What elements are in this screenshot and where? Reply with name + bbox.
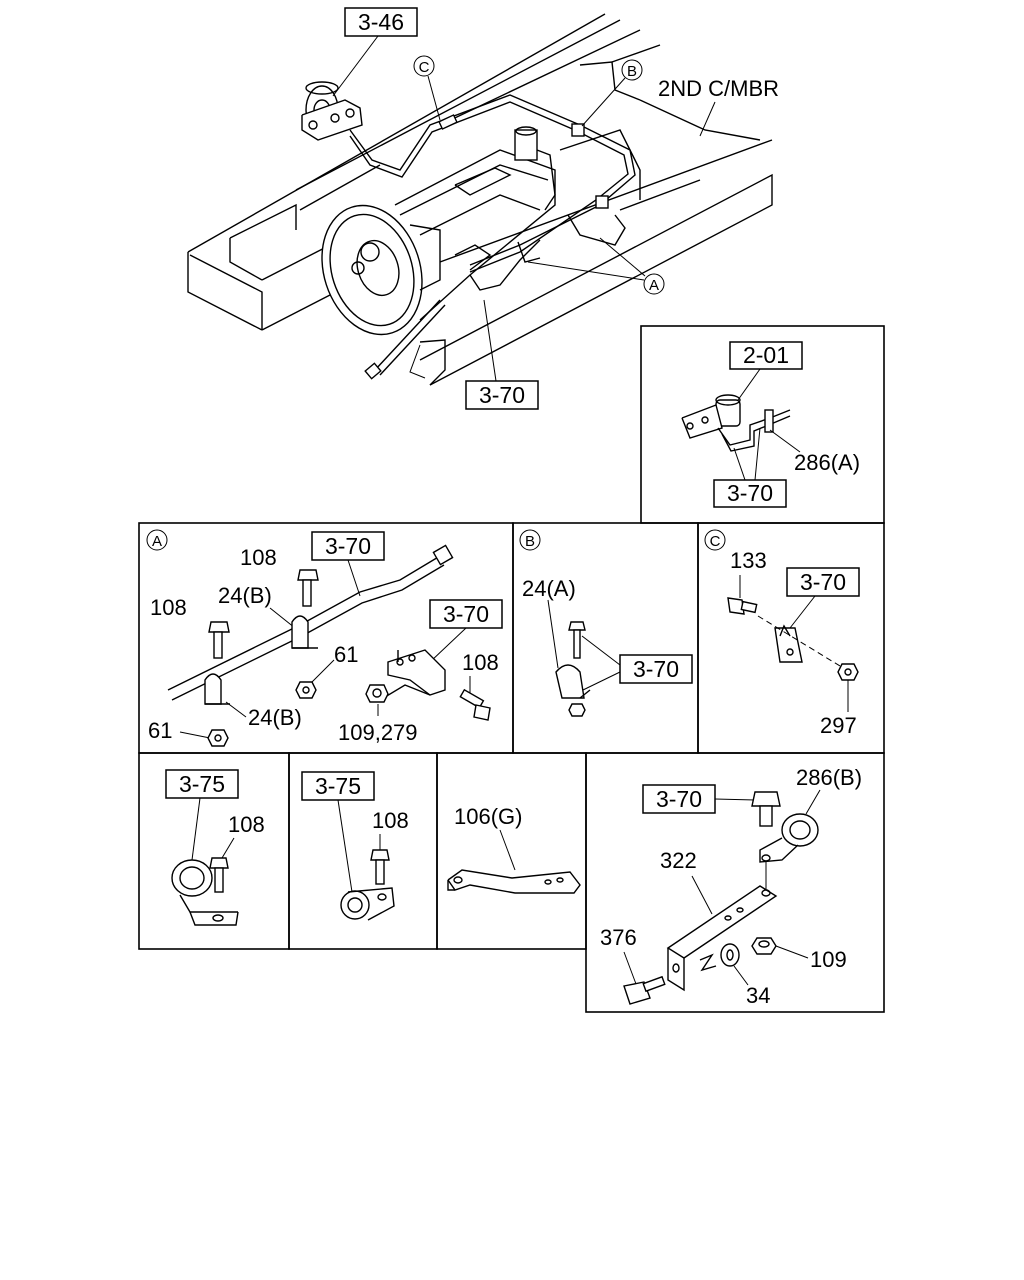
bolt-108-e-drawing: [370, 849, 390, 885]
clip-24a-drawing: [555, 664, 591, 699]
ref-3-46-box: [344, 7, 418, 37]
ref-3-70-main: 3-70: [479, 382, 525, 408]
nut-b-drawing: [568, 703, 586, 717]
part-108-e: 108: [372, 808, 409, 833]
part-24b-a-bottom: 24(B): [248, 705, 302, 730]
part-106g: 106(G): [454, 804, 522, 829]
ref-2-01: 2-01: [743, 342, 789, 368]
chassis-frame-drawing: [187, 13, 773, 386]
bracket-322-drawing: [666, 885, 778, 992]
panel-a-callout: A: [152, 533, 162, 550]
main-assembly-view: 3-46 C B 2ND C/MBR A 3-70: [187, 7, 779, 410]
part-34: 34: [746, 983, 770, 1008]
inset-top-right: 2-01 286(A) 3-70: [640, 325, 885, 524]
ref-3-75-d-box: [165, 769, 239, 799]
part-24b-a-top: 24(B): [218, 583, 272, 608]
part-61-a-left: 61: [148, 718, 172, 743]
part-108-a-top: 108: [240, 545, 277, 570]
panel-d: 3-75 108: [138, 752, 290, 950]
ref-3-75-e: 3-75: [315, 773, 361, 799]
panel-g-frame: [585, 752, 885, 1013]
part-108-a-left: 108: [150, 595, 187, 620]
second-crossmember-label: 2ND C/MBR: [658, 76, 779, 101]
clip-24b-a-bottom-drawing: [204, 673, 230, 705]
bolt-108-a-right-drawing: [459, 688, 491, 721]
panel-f: 106(G): [436, 752, 587, 950]
bolt-108-a-left-drawing: [208, 621, 230, 659]
ref-3-46: 3-46: [358, 9, 404, 35]
bolt-376-drawing: [623, 975, 666, 1005]
ref-3-70-b-box: [619, 654, 693, 684]
ref-3-70-main-box: [465, 380, 539, 410]
air-pipe-drawing: [349, 94, 636, 273]
ref-3-70-a-top: 3-70: [325, 533, 371, 559]
ref-3-70-inset: 3-70: [727, 480, 773, 506]
clip-24b-a-top-drawing: [291, 615, 318, 649]
main-callouts: 3-46 C B 2ND C/MBR A 3-70: [332, 7, 779, 410]
ref-3-70-b: 3-70: [633, 656, 679, 682]
part-322: 322: [660, 848, 697, 873]
panel-a: A 3-70 108 24(B) 108 24(B): [138, 522, 514, 754]
panel-b-callout: B: [525, 533, 535, 550]
ref-3-75-d: 3-75: [179, 771, 225, 797]
part-108-a-right: 108: [462, 650, 499, 675]
part-109-279: 109,279: [338, 720, 418, 745]
panel-g: 3-70 286(B) 322: [585, 752, 885, 1013]
valve-drawing: [681, 394, 791, 452]
callout-c-circle: [413, 55, 435, 77]
part-376: 376: [600, 925, 637, 950]
brake-pipe-drawing: [167, 544, 454, 701]
panel-f-frame: [436, 752, 587, 950]
panel-c-callout: C: [710, 533, 721, 550]
nut-109-g-drawing: [751, 937, 777, 955]
ref-3-70-inset-box: [713, 479, 787, 508]
bracket-106g-drawing: [447, 869, 581, 894]
washer-34-drawing: [720, 943, 740, 967]
ref-3-70-a-bracket-box: [429, 599, 503, 629]
part-286b: 286(B): [796, 765, 862, 790]
ref-3-70-c: 3-70: [800, 569, 846, 595]
clamp-d-drawing: [171, 859, 239, 926]
nut-109-a-drawing: [365, 684, 389, 703]
part-109-g: 109: [810, 947, 847, 972]
main-callout-c: C: [419, 59, 430, 76]
ref-3-70-g-box: [642, 784, 716, 814]
clamp-286b-drawing: [759, 813, 819, 863]
clamp-e-drawing: [340, 887, 395, 921]
nut-61-a-right-drawing: [295, 681, 317, 699]
panel-b-frame: [512, 522, 699, 754]
air-dryer-drawing: [301, 81, 363, 141]
nut-61-a-left-drawing: [207, 729, 229, 747]
main-callout-a: A: [649, 277, 659, 294]
part-133: 133: [730, 548, 767, 573]
callout-b-circle: [621, 59, 643, 81]
ref-3-70-g: 3-70: [656, 786, 702, 812]
panel-c: C 133 3-70 297: [697, 522, 885, 754]
bolt-b-drawing: [568, 621, 586, 659]
part-61-a-right: 61: [334, 642, 358, 667]
ref-3-70-a-bracket: 3-70: [443, 601, 489, 627]
bolt-g-top-drawing: [751, 791, 781, 827]
ref-2-01-box: [729, 341, 803, 370]
part-24a: 24(A): [522, 576, 576, 601]
main-callout-b: B: [627, 63, 637, 80]
part-297: 297: [820, 713, 857, 738]
bolt-133-drawing: [727, 597, 758, 615]
callout-a-circle: [643, 273, 665, 295]
ref-3-70-c-box: [786, 567, 860, 597]
bolt-108-a-top-drawing: [297, 569, 319, 607]
part-286a: 286(A): [794, 450, 860, 475]
part-108-d: 108: [228, 812, 265, 837]
panel-e: 3-75 108: [288, 752, 438, 950]
nut-297-drawing: [837, 663, 859, 681]
bracket-a-drawing: [379, 649, 446, 701]
panel-b: B 24(A) 3-70: [512, 522, 699, 754]
bolt-108-d-drawing: [209, 857, 229, 893]
transmission-drawing: [321, 126, 556, 380]
clip-c-drawing: [774, 624, 803, 663]
